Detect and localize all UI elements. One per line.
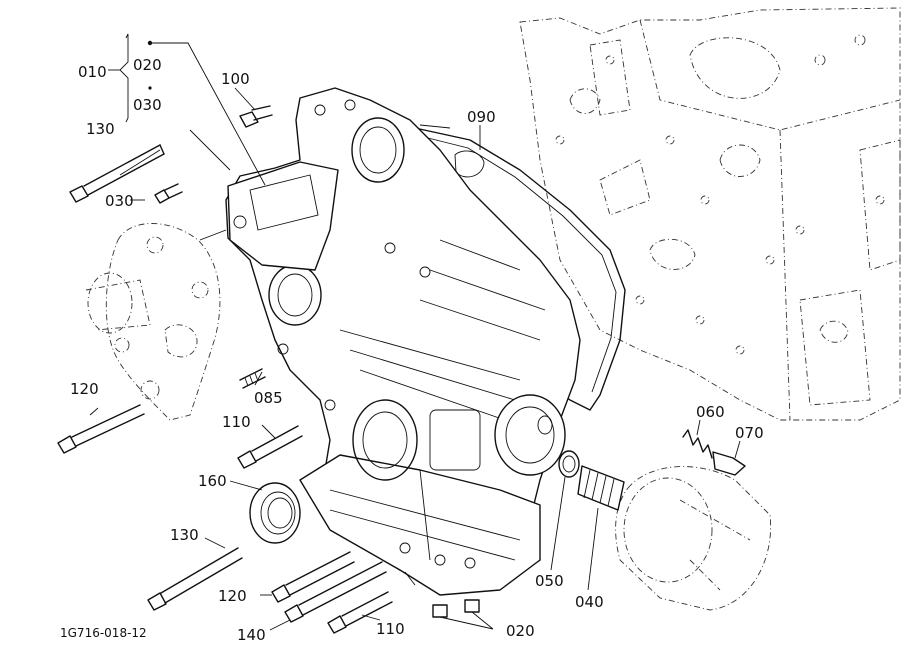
bolt-030 — [154, 183, 183, 204]
callout-090: 090 — [467, 108, 496, 126]
oil-filter-pipe — [577, 465, 625, 511]
stud-085 — [239, 368, 266, 389]
plug-020 — [432, 599, 480, 618]
callout-110-mid: 110 — [222, 413, 251, 431]
bolt-130-bottom — [147, 547, 243, 611]
bolt-110-mid — [237, 425, 303, 469]
callout-100: 100 — [221, 70, 250, 88]
gasket — [414, 127, 626, 411]
callout-010: 010 — [78, 63, 107, 81]
callout-020-bottom: 020 — [506, 622, 535, 640]
relief-valve-spring — [682, 429, 713, 459]
engine-block — [519, 7, 901, 421]
bolt-110-bottom — [327, 591, 393, 634]
callout-060: 060 — [696, 403, 725, 421]
bolt-100 — [239, 105, 273, 128]
callout-160: 160 — [198, 472, 227, 490]
relief-valve-plug — [712, 451, 746, 476]
callout-050: 050 — [535, 572, 564, 590]
bolt-130-top — [69, 144, 165, 203]
oil-seal — [249, 482, 301, 544]
water-flange — [227, 161, 339, 271]
callout-130-top: 130 — [86, 120, 115, 138]
callout-120-left: 120 — [70, 380, 99, 398]
bolt-120-bottom — [271, 551, 355, 603]
bolt-140 — [284, 561, 387, 623]
callout-120-bottom: 120 — [218, 587, 247, 605]
callout-030: 030 — [105, 192, 134, 210]
water-pump — [85, 223, 221, 421]
callout-110-bottom: 110 — [376, 620, 405, 638]
oil-filter — [615, 466, 772, 611]
callout-030-top: 030 — [133, 96, 162, 114]
callout-070: 070 — [735, 424, 764, 442]
o-ring — [558, 450, 580, 478]
callout-040: 040 — [575, 593, 604, 611]
callout-labels: 010 020 030 100 130 030 090 120 085 110 … — [60, 56, 764, 644]
callout-020-top: 020 — [133, 56, 162, 74]
callout-085: 085 — [254, 389, 283, 407]
callout-130-bottom: 130 — [170, 526, 199, 544]
diagram-code: 1G716-018-12 — [60, 626, 147, 640]
bolt-120-left — [57, 404, 145, 454]
callout-140: 140 — [237, 626, 266, 644]
leader-lines — [89, 33, 741, 631]
